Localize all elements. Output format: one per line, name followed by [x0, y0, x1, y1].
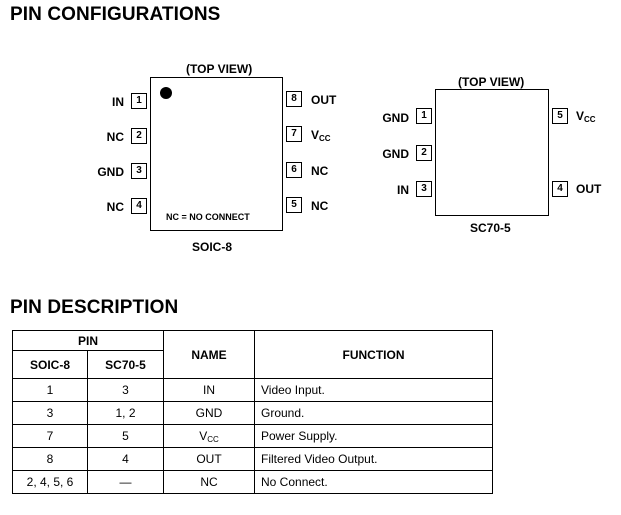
- soic8-cell: 7: [12, 424, 88, 448]
- pin-number: 2: [416, 145, 432, 161]
- pin-label: GND: [97, 165, 124, 179]
- pin-label: VCC: [576, 109, 596, 124]
- pin-label: IN: [397, 183, 409, 197]
- pin-number: 1: [416, 108, 432, 124]
- soic8-package-body: [150, 77, 283, 231]
- sc70-cell: 5: [87, 424, 164, 448]
- table-row: 2, 4, 5, 6 — NC No Connect.: [12, 470, 493, 494]
- sc70-cell: 3: [87, 378, 164, 402]
- pin-number: 4: [552, 181, 568, 197]
- function-cell: Power Supply.: [254, 424, 493, 448]
- soic8-cell: 2, 4, 5, 6: [12, 470, 88, 494]
- soic8-cell: 8: [12, 447, 88, 471]
- name-header: NAME: [163, 330, 255, 379]
- pin-number: 6: [286, 162, 302, 178]
- pin-label: GND: [382, 111, 409, 125]
- function-cell: No Connect.: [254, 470, 493, 494]
- pin-header: PIN: [12, 330, 164, 351]
- function-cell: Video Input.: [254, 378, 493, 402]
- sc70-header: SC70-5: [87, 350, 164, 379]
- pin-number: 3: [131, 163, 147, 179]
- pin-label: NC: [106, 200, 124, 214]
- table-row: 3 1, 2 GND Ground.: [12, 401, 493, 425]
- table-row: 8 4 OUT Filtered Video Output.: [12, 447, 493, 471]
- soic8-top-view-label: (TOP VIEW): [186, 62, 253, 76]
- name-cell: VCC: [163, 424, 255, 448]
- pin-label: NC: [311, 164, 329, 178]
- pin-label: OUT: [311, 93, 337, 107]
- soic8-cell: 3: [12, 401, 88, 425]
- function-cell: Ground.: [254, 401, 493, 425]
- pin-label: NC: [106, 130, 124, 144]
- name-cell: IN: [163, 378, 255, 402]
- table-subheader-row: SOIC-8 SC70-5: [12, 350, 493, 379]
- sc70-package-label: SC70-5: [470, 221, 511, 235]
- name-cell: NC: [163, 470, 255, 494]
- pin-number: 2: [131, 128, 147, 144]
- table-row: 7 5 VCC Power Supply.: [12, 424, 493, 448]
- soic8-nc-note: NC = NO CONNECT: [166, 212, 250, 222]
- pin-number: 5: [286, 197, 302, 213]
- soic8-header: SOIC-8: [12, 350, 88, 379]
- pin-number: 8: [286, 91, 302, 107]
- pin-number: 3: [416, 181, 432, 197]
- function-header: FUNCTION: [254, 330, 493, 379]
- pin-label: IN: [112, 95, 124, 109]
- name-cell: GND: [163, 401, 255, 425]
- pin-description-table: PIN NAME FUNCTION SOIC-8 SC70-5 1 3 IN V…: [12, 330, 493, 494]
- sc70-cell: 4: [87, 447, 164, 471]
- sc70-top-view-label: (TOP VIEW): [458, 75, 525, 89]
- table-row: 1 3 IN Video Input.: [12, 378, 493, 402]
- pin-number: 1: [131, 93, 147, 109]
- pin-number: 5: [552, 108, 568, 124]
- pin-configurations-heading: PIN CONFIGURATIONS: [10, 4, 221, 25]
- soic8-package-label: SOIC-8: [192, 240, 233, 254]
- pin-number: 7: [286, 126, 302, 142]
- pin-label: VCC: [311, 128, 331, 143]
- pin-label: OUT: [576, 182, 602, 196]
- sc70-cell: 1, 2: [87, 401, 164, 425]
- table-header-row: PIN NAME FUNCTION: [12, 330, 493, 379]
- pin-label: NC: [311, 199, 329, 213]
- pin1-dot-icon: [160, 87, 172, 99]
- sc70-cell: —: [87, 470, 164, 494]
- pin-number: 4: [131, 198, 147, 214]
- function-cell: Filtered Video Output.: [254, 447, 493, 471]
- pin-description-heading: PIN DESCRIPTION: [10, 297, 179, 318]
- soic8-cell: 1: [12, 378, 88, 402]
- pin-label: GND: [382, 147, 409, 161]
- sc70-package-body: [435, 89, 549, 216]
- name-cell: OUT: [163, 447, 255, 471]
